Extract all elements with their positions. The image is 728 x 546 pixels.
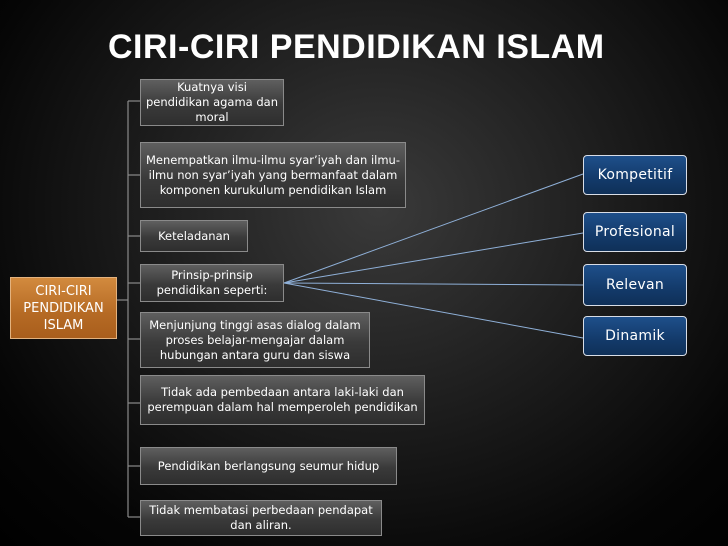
item-box: Menempatkan ilmu-ilmu syar’iyah dan ilmu… <box>140 142 406 208</box>
item-label: Menempatkan ilmu-ilmu syar’iyah dan ilmu… <box>146 152 400 197</box>
principle-label: Profesional <box>594 223 676 240</box>
item-label: Tidak membatasi perbedaan pendapat dan a… <box>149 503 373 532</box>
principle-box: Dinamik <box>583 316 687 356</box>
item-label: Tidak ada pembedaan antara laki-laki dan… <box>147 385 418 414</box>
root-box: CIRI-CIRI PENDIDIKAN ISLAM <box>10 277 117 339</box>
item-box: Kuatnya visi pendidikan agama dan moral <box>140 79 284 126</box>
root-label: CIRI-CIRI PENDIDIKAN ISLAM <box>23 283 104 333</box>
principle-box: Relevan <box>583 264 687 306</box>
item-label: Kuatnya visi pendidikan agama dan moral <box>145 80 279 124</box>
page-title: CIRI-CIRI PENDIDIKAN ISLAM <box>108 28 605 66</box>
item-box: Pendidikan berlangsung seumur hidup <box>140 447 397 485</box>
item-box: Keteladanan <box>140 220 248 252</box>
item-box: Menjunjung tinggi asas dialog dalam pros… <box>140 312 370 368</box>
principle-label: Kompetitif <box>597 166 673 183</box>
item-box: Tidak ada pembedaan antara laki-laki dan… <box>140 375 425 425</box>
item-label: Keteladanan <box>158 228 230 243</box>
item-label: Menjunjung tinggi asas dialog dalam pros… <box>149 317 361 362</box>
principle-box: Profesional <box>583 212 687 252</box>
principle-box: Kompetitif <box>583 155 687 195</box>
item-label: Prinsip-prinsip pendidikan seperti: <box>156 268 268 297</box>
principle-label: Relevan <box>605 276 665 293</box>
item-box: Tidak membatasi perbedaan pendapat dan a… <box>140 500 382 536</box>
item-box: Prinsip-prinsip pendidikan seperti: <box>140 264 284 302</box>
principle-label: Dinamik <box>605 327 665 344</box>
item-label: Pendidikan berlangsung seumur hidup <box>157 458 380 473</box>
